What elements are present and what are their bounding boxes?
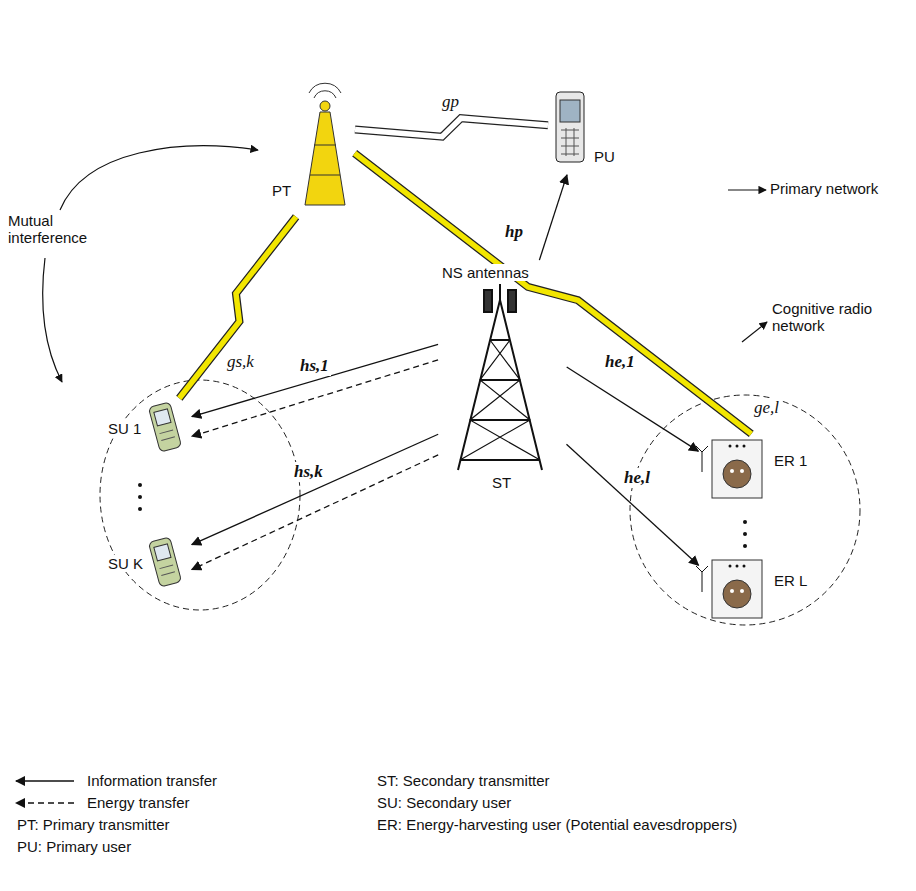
legend-sample bbox=[12, 795, 78, 811]
primary-user: PU bbox=[550, 88, 630, 173]
connector-group bbox=[192, 455, 438, 570]
pu-phone-icon bbox=[556, 92, 584, 162]
lightning-outline bbox=[179, 217, 296, 399]
legend-line bbox=[16, 780, 74, 781]
energy-receiver: ER 1 bbox=[700, 435, 820, 505]
node-label: PT bbox=[270, 182, 293, 199]
su-phone-icon bbox=[148, 537, 181, 587]
information-transfer-arrow bbox=[567, 367, 699, 451]
node-label: SU 1 bbox=[106, 420, 143, 437]
node-label: ER 1 bbox=[772, 452, 809, 469]
node-label: NS antennas bbox=[440, 264, 531, 281]
information-transfer-arrow bbox=[192, 344, 438, 416]
node-label: ER L bbox=[772, 572, 809, 589]
energy-receiver: ER L bbox=[700, 555, 820, 625]
legend-text: Energy transfer bbox=[85, 794, 192, 811]
connector-group bbox=[355, 118, 548, 136]
pt-tower-icon bbox=[305, 83, 345, 205]
connector-group bbox=[355, 153, 752, 434]
channel-label: he,1 bbox=[603, 352, 637, 372]
abbreviation-note: SU: Secondary user bbox=[375, 794, 513, 811]
connector-group bbox=[192, 344, 438, 416]
channel-label: hs,k bbox=[292, 462, 325, 482]
interference-link bbox=[355, 153, 752, 434]
ellipsis-dots bbox=[138, 483, 747, 548]
legend-text: Information transfer bbox=[85, 772, 219, 789]
node-label: SU K bbox=[106, 555, 145, 572]
primary-network-region: Primary networkPTPU bbox=[255, 5, 855, 310]
secondary-user: SU 1 bbox=[105, 400, 190, 455]
cognitive-network-region: Cognitive radio network SU 1 SU K NS antenn… bbox=[30, 225, 888, 705]
lightning-outline bbox=[355, 153, 752, 434]
interference-note: Mutual interference bbox=[6, 212, 110, 246]
channel-label: gs,k bbox=[225, 352, 256, 372]
secondary-transmitter: NS antennasST bbox=[440, 262, 565, 497]
channel-label: ge,l bbox=[752, 398, 781, 418]
leader-arrow bbox=[742, 322, 767, 342]
su-phone-icon bbox=[148, 402, 181, 452]
channel-label: hp bbox=[503, 222, 525, 242]
node-label: Primary network bbox=[768, 180, 880, 197]
interference-arrow bbox=[43, 258, 62, 382]
secondary-user: SU K bbox=[105, 535, 190, 590]
channel-label: gp bbox=[440, 92, 461, 112]
interference-link bbox=[179, 217, 296, 399]
abbreviation-note: ER: Energy-harvesting user (Potential ea… bbox=[375, 816, 739, 833]
lightning-outline bbox=[355, 118, 548, 136]
er-icon bbox=[696, 560, 762, 618]
information-transfer-arrow bbox=[539, 175, 567, 260]
node-label: ST bbox=[490, 474, 513, 491]
region-outline bbox=[257, 7, 853, 309]
abbreviation-note: PU: Primary user bbox=[15, 838, 133, 855]
er-icon bbox=[696, 440, 762, 498]
abbreviation-note: ST: Secondary transmitter bbox=[375, 772, 552, 789]
information-transfer-arrow bbox=[192, 434, 438, 544]
information-transfer-arrow bbox=[566, 444, 698, 565]
region-outline bbox=[33, 227, 886, 702]
connector-group bbox=[566, 444, 698, 565]
connector-group bbox=[179, 217, 296, 399]
channel-label: he,l bbox=[622, 468, 652, 488]
channel-label: hs,1 bbox=[298, 356, 331, 376]
connector-group bbox=[539, 175, 567, 260]
network-ellipse bbox=[30, 225, 888, 705]
interference-link bbox=[355, 118, 548, 136]
interference-arrow bbox=[60, 146, 258, 210]
legend-line bbox=[16, 802, 74, 803]
connector-group bbox=[567, 367, 699, 451]
st-tower-icon bbox=[458, 284, 542, 470]
primary-transmitter: PT bbox=[268, 95, 353, 215]
node-label: Cognitive radio network bbox=[770, 300, 889, 334]
energy-transfer-arrow bbox=[192, 455, 438, 570]
hatched-ellipse bbox=[255, 5, 855, 310]
legend-sample bbox=[12, 773, 78, 789]
leader-arrow bbox=[728, 189, 766, 190]
node-label: PU bbox=[592, 148, 617, 165]
connector-group bbox=[192, 434, 438, 544]
abbreviation-note: PT: Primary transmitter bbox=[15, 816, 172, 833]
